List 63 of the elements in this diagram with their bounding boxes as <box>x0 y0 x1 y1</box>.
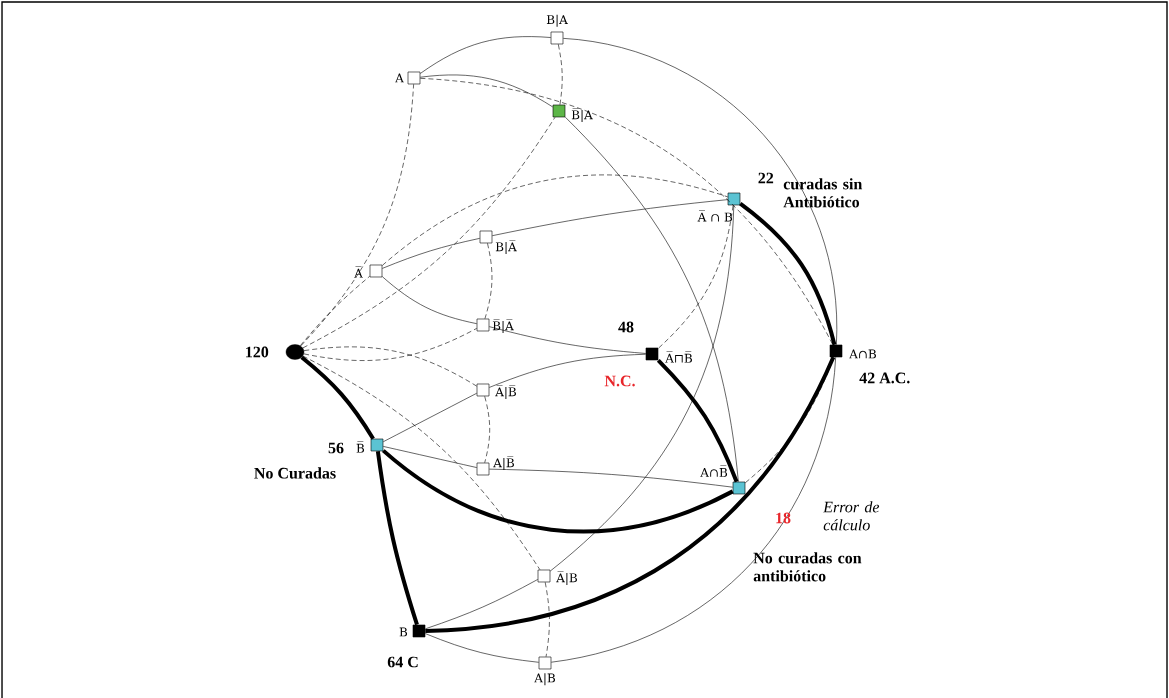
node-label: A̅ ∩ B <box>697 210 733 222</box>
dashed-branch <box>302 355 541 570</box>
dashed-branch <box>420 78 834 345</box>
count-label: N.C. <box>604 375 635 387</box>
node-label: B <box>399 627 408 637</box>
dashed-branch <box>302 117 556 349</box>
branch-line <box>420 74 553 108</box>
node-label: A̅⊓B̅ <box>665 351 692 363</box>
highlighted-path <box>300 355 375 440</box>
branch-line <box>489 326 646 354</box>
count-label: 42 A.C. <box>859 372 910 384</box>
highlighted-path <box>375 451 419 626</box>
branch-line <box>550 205 735 572</box>
branch-line <box>551 357 836 663</box>
branch-line <box>383 446 477 468</box>
dashed-branch <box>303 346 477 387</box>
dashed-branch <box>303 328 477 361</box>
branch-line <box>563 38 837 345</box>
node-label: B|A <box>546 14 568 27</box>
node-label: A|B̅ <box>493 455 514 471</box>
dashed-branch <box>658 205 734 349</box>
count-label: 48 <box>618 321 634 333</box>
branch-line <box>425 633 539 663</box>
count-label: 18 <box>776 512 791 524</box>
branch-line <box>565 116 739 482</box>
branch-line <box>492 199 728 236</box>
node-label: B|A̅ <box>495 239 517 255</box>
branch-line <box>382 238 480 269</box>
highlighted-path <box>425 356 836 633</box>
count-label: 22 <box>758 172 774 184</box>
count-label: No Curadas <box>254 467 336 479</box>
node-label: A|B <box>534 673 556 686</box>
branch-line <box>489 353 646 388</box>
node-label: A̅ <box>354 266 363 278</box>
dashed-branch <box>300 275 370 346</box>
node-label: B̅ <box>356 441 365 453</box>
count-label: curadas sin Antibiótico <box>783 178 863 208</box>
branch-line <box>420 36 551 74</box>
count-label: 64 C <box>387 656 418 668</box>
node-label: A∩B̅ <box>700 465 728 477</box>
node-label: A∩B <box>849 349 876 359</box>
dashed-branch <box>484 243 493 319</box>
node-label: B̅|A̅ <box>492 318 514 334</box>
dashed-branch <box>484 396 491 463</box>
node-label: A̅|B <box>556 570 577 586</box>
dashed-branch <box>300 84 414 347</box>
node-label: B̅|A <box>571 107 593 123</box>
highlighted-path <box>739 202 837 346</box>
node-label: A̅|B̅ <box>495 384 516 400</box>
branch-line <box>383 392 477 443</box>
highlighted-path <box>656 358 739 483</box>
count-label: 120 <box>246 346 269 358</box>
dashed-branch <box>558 44 563 105</box>
branch-line <box>382 276 477 324</box>
highlighted-path <box>382 449 734 534</box>
caption-text: No curadas con antibiótico <box>753 552 862 582</box>
count-label: 56 <box>328 442 344 454</box>
dashed-branch <box>382 174 728 266</box>
branch-line <box>489 468 733 488</box>
note-text: Error de cálculo <box>823 501 880 531</box>
dashed-branch <box>544 582 550 657</box>
node-label: A <box>395 73 404 83</box>
branch-line <box>425 579 538 630</box>
